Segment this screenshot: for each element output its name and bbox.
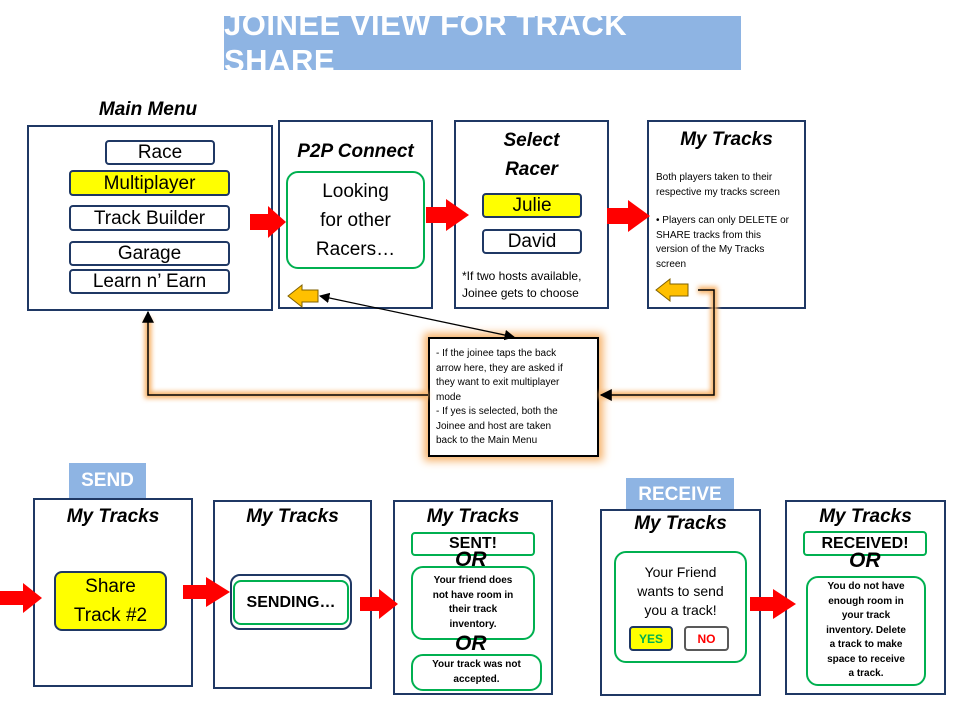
message-line: space to receive [827, 653, 905, 665]
share-track-button[interactable]: Share Track #2 [54, 571, 167, 631]
note-line: Both players taken to their [656, 172, 773, 183]
or-label: OR [455, 548, 487, 571]
or-label: OR [455, 632, 487, 655]
back-arrow-note: - If the joinee taps the back arrow here… [428, 337, 599, 457]
note-line: they want to exit multiplayer [436, 377, 560, 388]
note-line: SHARE tracks from this [656, 229, 762, 241]
message-line: their track [448, 604, 498, 615]
no-room-message-box: Your friend does not have room in their … [411, 566, 535, 640]
result-screen-title: My Tracks [426, 506, 520, 527]
note-line: Players can only DELETE or [662, 215, 790, 226]
looking-for-racers-box: Looking for other Racers… [286, 171, 425, 269]
menu-item-race[interactable]: Race [105, 140, 215, 165]
button-line: Track #2 [73, 605, 148, 626]
main-menu-title: Main Menu [58, 97, 238, 123]
select-racer-note: *If two hosts available, Joinee gets to … [462, 268, 612, 302]
menu-item-garage[interactable]: Garage [69, 241, 230, 266]
message-line: Your track was not [432, 659, 521, 670]
note-line: respective my tracks screen [656, 186, 780, 198]
note-line: - If yes is selected, both the [436, 406, 558, 417]
message-line: wants to send [637, 583, 724, 599]
note-line: mode [436, 391, 462, 403]
no-button[interactable]: NO [684, 626, 729, 651]
inventory-full-message-box: You do not have enough room in your trac… [806, 576, 926, 686]
page-title: JOINEE VIEW FOR TRACK SHARE [224, 7, 741, 78]
menu-item-multiplayer[interactable]: Multiplayer [69, 170, 230, 196]
racer-option-david[interactable]: David [482, 229, 582, 254]
racer-option-julie[interactable]: Julie [482, 193, 582, 218]
note-line: screen [656, 258, 687, 270]
send-screen-title: My Tracks [66, 506, 160, 527]
message-line: your track [841, 610, 891, 622]
receive-result-title: My Tracks [819, 506, 912, 527]
note-line: arrow here, they are asked if [436, 362, 563, 374]
message-line: a track. [848, 668, 884, 680]
status-line: for other [320, 209, 391, 231]
my-tracks-title: My Tracks [680, 129, 773, 150]
sent-status-box: SENT! [411, 532, 535, 556]
message-line: Your friend does [433, 575, 513, 586]
or-label: OR [849, 549, 881, 572]
title-line: Select [503, 130, 560, 151]
sending-label: SENDING… [246, 593, 336, 611]
note-line: version of the My Tracks [656, 244, 765, 255]
message-line: inventory. Delete [826, 624, 906, 636]
note-line: *If two hosts available, [462, 269, 582, 283]
red-arrow-right-icon [607, 200, 650, 232]
menu-item-track-builder[interactable]: Track Builder [69, 205, 230, 231]
send-tag: SEND [69, 463, 146, 498]
select-racer-title: Select Racer [456, 126, 607, 184]
not-accepted-message-box: Your track was not accepted. [411, 654, 542, 691]
menu-item-learn-n-earn[interactable]: Learn n’ Earn [69, 269, 230, 294]
button-line: Share [85, 576, 136, 597]
receive-tag: RECEIVE [626, 478, 734, 511]
message-line: you a track! [644, 602, 717, 618]
sending-screen-title: My Tracks [246, 506, 339, 527]
message-line: Your Friend [644, 564, 717, 580]
sending-status-box: SENDING… [230, 574, 352, 630]
message-line: a track to make [829, 639, 903, 651]
note-line: - If the joinee taps the back [436, 348, 557, 359]
receive-screen-title: My Tracks [634, 513, 727, 534]
received-status-box: RECEIVED! [803, 531, 927, 556]
message-line: accepted. [453, 673, 500, 685]
glow-connector [144, 318, 428, 399]
my-tracks-note: Both players taken to their respective m… [656, 171, 806, 272]
my-tracks-screen-top [647, 120, 806, 309]
yes-button[interactable]: YES [629, 626, 673, 651]
message-line: You do not have [827, 581, 905, 593]
message-line: not have room in [432, 589, 514, 601]
note-line: Joinee and host are taken [436, 420, 552, 432]
note-line: Joinee gets to choose [462, 286, 579, 300]
sending-inner: SENDING… [233, 580, 349, 625]
message-line: enough room in [828, 595, 904, 607]
p2p-connect-title: P2P Connect [297, 141, 414, 162]
bullet: • [656, 215, 660, 226]
title-line: Racer [505, 159, 558, 180]
connector-line [142, 310, 428, 396]
status-line: Racers… [315, 238, 396, 260]
note-line: back to the Main Menu [436, 435, 538, 446]
status-line: Looking [322, 180, 389, 202]
message-line: inventory. [449, 618, 497, 630]
